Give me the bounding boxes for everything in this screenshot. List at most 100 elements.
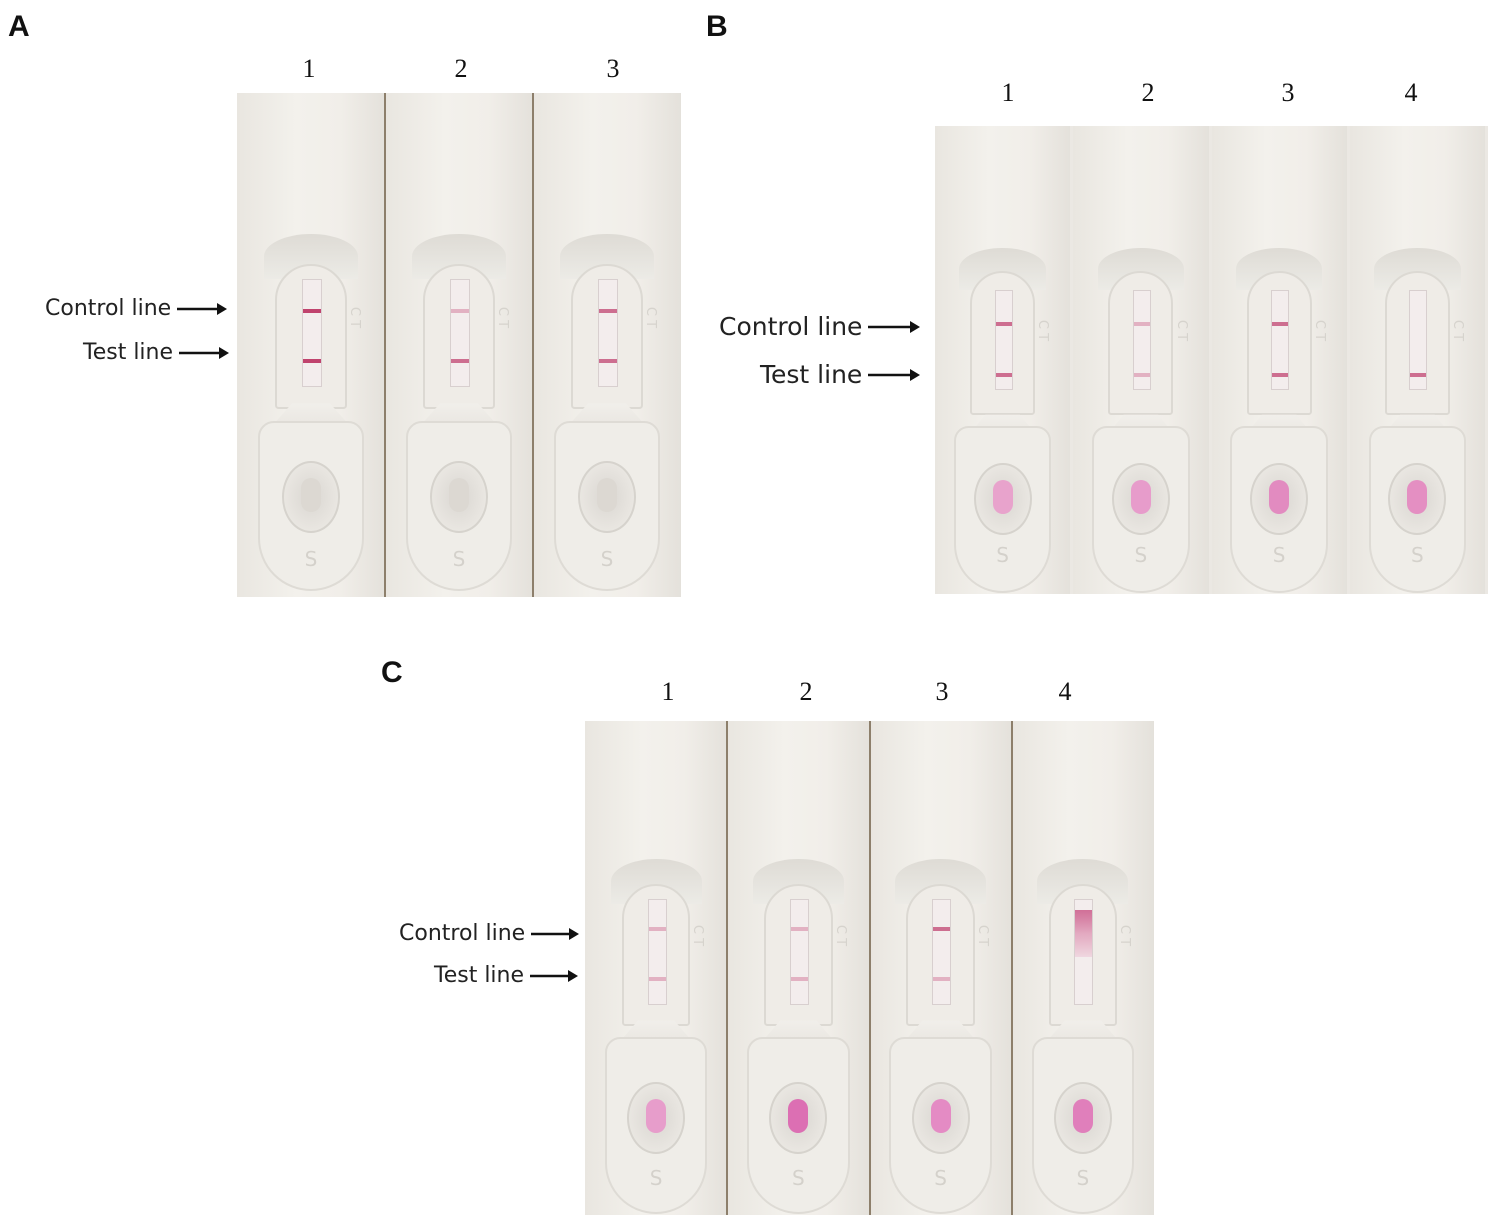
test-band [1272, 373, 1289, 378]
lane-number: 3 [606, 54, 620, 83]
lane-number: 2 [1141, 78, 1155, 107]
s-embossed-mark: S [1272, 542, 1286, 567]
lane-number: 2 [799, 677, 813, 706]
control-band [790, 927, 808, 932]
test-line-text: Test line [83, 340, 174, 365]
test-band [790, 976, 808, 981]
control-line-text: Control line [45, 296, 172, 321]
control-band [451, 308, 469, 313]
ct-embossed-mark: C T [1173, 319, 1189, 341]
arrow-right-icon [177, 302, 228, 315]
test-line-label-c: Test line [434, 963, 579, 988]
ct-embossed-mark: C T [1035, 319, 1051, 341]
test-band [995, 373, 1012, 378]
ct-embossed-mark: C T [974, 925, 990, 947]
test-cassette: C T S [585, 721, 728, 1215]
arrow-right-icon [868, 320, 921, 333]
test-cassette: C T S [385, 93, 533, 597]
test-band [1133, 373, 1150, 378]
s-embossed-mark: S [934, 1165, 947, 1190]
strip-divider [868, 721, 871, 1215]
ct-embossed-mark: C T [642, 306, 658, 328]
s-embossed-mark: S [1134, 542, 1148, 567]
result-window [1074, 898, 1094, 1005]
result-window [1409, 289, 1428, 391]
sample-liquid [646, 1098, 667, 1133]
test-line-text: Test line [434, 963, 525, 988]
lane-number: 4 [1404, 78, 1418, 107]
control-band [648, 927, 666, 932]
control-band [995, 321, 1012, 326]
lane-number: 2 [454, 54, 468, 83]
test-cassette: C T S [1211, 126, 1347, 594]
test-band [451, 359, 469, 364]
s-embossed-mark: S [1411, 542, 1424, 567]
result-window [302, 279, 322, 388]
test-cassette: C T S [869, 721, 1012, 1215]
sample-liquid [1407, 479, 1428, 514]
s-embossed-mark: S [649, 1165, 663, 1190]
s-embossed-mark: S [600, 546, 614, 571]
test-line-label-b: Test line [760, 360, 921, 389]
strip-divider [532, 93, 534, 597]
control-line-label-b: Control line [719, 312, 921, 341]
result-window [1271, 289, 1290, 391]
strip-divider [726, 721, 729, 1215]
result-window [1132, 289, 1151, 391]
ct-embossed-mark: C T [1450, 319, 1466, 341]
lane-number: 3 [1281, 78, 1295, 107]
test-band [599, 359, 617, 364]
test-cassette: C T S [1349, 126, 1485, 594]
sample-liquid [1072, 1098, 1093, 1133]
s-embossed-mark: S [452, 546, 466, 571]
ct-embossed-mark: C T [494, 306, 510, 328]
sample-liquid [301, 477, 321, 512]
ct-embossed-mark: C T [1311, 319, 1327, 341]
test-cassette: C T S [533, 93, 681, 597]
lane-number: 4 [1058, 677, 1072, 706]
result-window [647, 898, 667, 1005]
test-band [648, 976, 666, 981]
control-band [599, 308, 617, 313]
test-line-text: Test line [760, 360, 863, 389]
test-band [1410, 373, 1427, 378]
sample-liquid [1269, 479, 1290, 514]
result-window [450, 279, 470, 388]
strip-divider [1010, 721, 1013, 1215]
test-band [933, 976, 951, 981]
sample-well [911, 1081, 970, 1154]
ct-embossed-mark: C T [346, 306, 362, 328]
arrow-right-icon [530, 969, 579, 982]
test-cassette: C T S [1073, 126, 1209, 594]
strip-divider [384, 93, 386, 597]
sample-liquid [788, 1098, 809, 1133]
sample-liquid [449, 477, 469, 512]
lane-number: 1 [302, 54, 316, 83]
panel-letter-a: A [8, 10, 30, 43]
lane-number: 1 [1001, 78, 1015, 107]
ct-embossed-mark: C T [690, 925, 706, 947]
result-window [932, 898, 952, 1005]
result-window [994, 289, 1013, 391]
sample-area [889, 1037, 992, 1215]
result-window [598, 279, 618, 388]
arrow-right-icon [531, 927, 580, 940]
test-line-label-a: Test line [83, 340, 230, 365]
control-line-text: Control line [399, 921, 526, 946]
arrow-right-icon [179, 346, 230, 359]
control-band [1272, 321, 1289, 326]
s-embossed-mark: S [792, 1165, 805, 1190]
sample-liquid [992, 479, 1013, 514]
control-band [303, 308, 321, 313]
panel-letter-c: C [381, 656, 403, 689]
arrow-right-icon [868, 368, 921, 381]
sample-liquid [1130, 479, 1151, 514]
control-band [1133, 321, 1150, 326]
test-band [1075, 910, 1093, 957]
